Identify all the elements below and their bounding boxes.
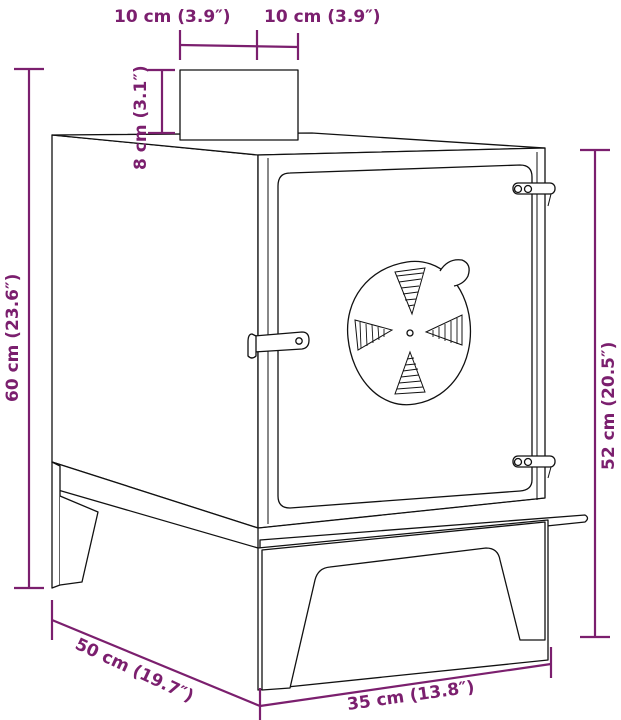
flue-height-label: 8 cm (3.1″) (131, 65, 151, 170)
stove-drawing (51, 69, 589, 691)
total-height-dimension (14, 67, 44, 590)
body-height-label: 52 cm (20.5″) (599, 342, 619, 470)
stove-base-legs (51, 461, 549, 691)
body-height-dimension (580, 148, 610, 639)
door-hinge-bottom (512, 455, 556, 479)
width-label: 35 cm (13.8″) (346, 677, 476, 715)
dimension-lines (14, 30, 610, 720)
door-latch (247, 331, 310, 359)
air-vent-dial (346, 259, 472, 406)
flue-width-dimension (178, 30, 300, 60)
width-dimension (258, 647, 553, 720)
stove-side-panel (51, 134, 259, 529)
flue-width-left-label: 10 cm (3.9″) (114, 7, 231, 27)
flue-height-dimension (148, 68, 175, 135)
total-height-label: 60 cm (23.6″) (3, 274, 23, 402)
depth-dimension (50, 600, 261, 708)
depth-label: 50 cm (19.7″) (72, 634, 197, 706)
door-hinge-top (512, 182, 556, 207)
vent-hatching (359, 272, 458, 390)
chimney-collar (179, 69, 299, 141)
flue-width-right-label: 10 cm (3.9″) (264, 7, 381, 27)
